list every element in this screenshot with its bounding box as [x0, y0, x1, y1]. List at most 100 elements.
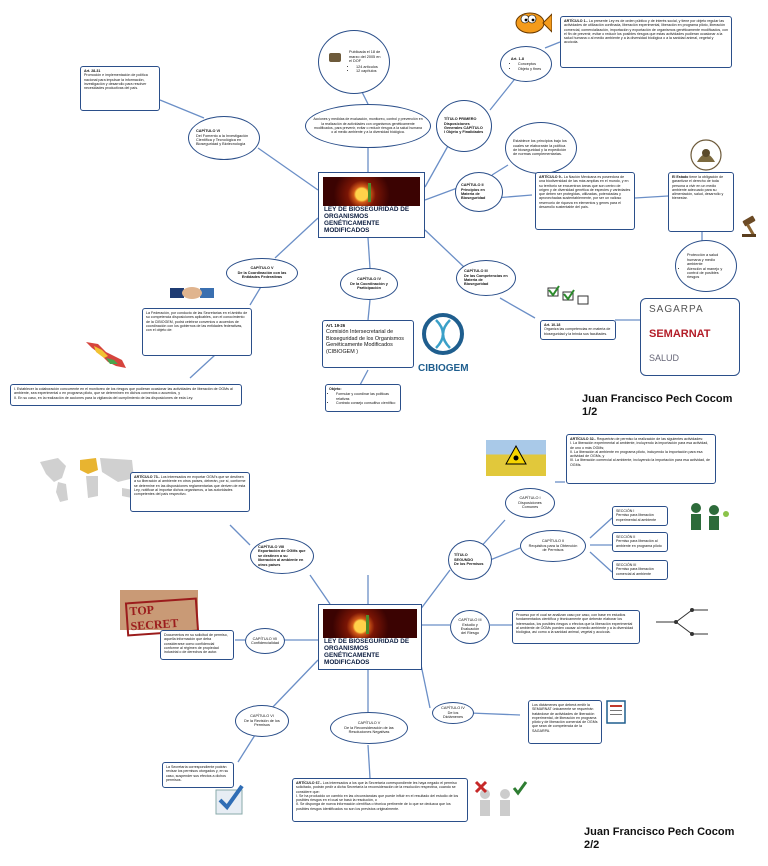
establish-item-2: II. En su caso, en la realización de acc… [14, 395, 194, 400]
council-item: Contrato consejo consultivo científico [336, 401, 397, 405]
section3-box: SECCIÓN III Permiso para liberación come… [612, 560, 668, 580]
art28-31-text: Promoción e implementación de política n… [84, 73, 148, 91]
articles-count: 124 artículos [356, 65, 382, 69]
cibiogem-wordmark: CIBIOGEM [418, 363, 469, 374]
art28-31-title: Art. 28-31 [84, 69, 101, 73]
cap2-title: CAPÍTULO II [461, 183, 484, 188]
confidentiality-text: Documentos en su solicitud de permiso, a… [164, 633, 228, 655]
section3-title: SECCIÓN III [616, 563, 637, 567]
art10-18-text: Organiza las competencias en materia de … [544, 327, 611, 336]
objective-box: Objeto: Formular y coordinar las polític… [325, 384, 401, 412]
cibiogem-logo: CIBIOGEM [418, 312, 469, 374]
section1-text: Permiso para liberación experimental al … [616, 513, 657, 522]
establish-item-1: I. Establecer la colaboración concurrent… [14, 387, 233, 396]
art1-8-title: Art. 1-8 [510, 56, 524, 61]
objects-item: Objeto y fines [518, 67, 541, 71]
federation-text: La Federación, por conducto de las Secre… [146, 311, 248, 333]
art9-text: La Nación Mexicana es poseedora de una b… [539, 175, 631, 210]
cap2-p2-text: Requisitos para la Obtención de Permisos [528, 543, 578, 553]
art19-26-title: Art. 19-26 [326, 323, 346, 328]
process-text: Proceso por el cual se analizan caso por… [516, 613, 634, 635]
checklist-icon [545, 284, 595, 310]
author-page1: Juan Francisco Pech Cocom 1/2 [582, 393, 732, 419]
cap3-text: De las Competencias en Materia de Bioseg… [464, 273, 508, 287]
center-title-page2: LEY DE BIOSEGURIDAD DE ORGANISMOS GENÉTI… [324, 638, 410, 666]
art19-26-box: Art. 19-26 Comisión Intersecretarial de … [322, 320, 414, 368]
section2-title: SECCIÓN II [616, 535, 636, 539]
chapters-count: 12 capítulos [356, 69, 382, 73]
art10-18-title: Art. 10-18 [544, 323, 561, 327]
cap4-title: CAPÍTULO IV [356, 277, 382, 282]
art1-8-oval: Art. 1-8 Conceptos Objeto y fines [500, 46, 552, 82]
cap4-p2-title: CAPÍTULO IV [441, 706, 465, 711]
approval-stamp-icon [212, 776, 252, 816]
section2-box: SECCIÓN II Permiso para liberación al am… [612, 532, 668, 552]
art32-box: ARTÍCULO 32.- Requerirán de permiso la r… [566, 434, 716, 484]
estado-title: El Estado [672, 175, 689, 179]
cap2-text: Principios en Materia de Bioseguridad [461, 187, 486, 201]
risk-control-item: Atención al manejo y control de posibles… [687, 267, 730, 280]
titulo1-title: TÍTULO PRIMERO [444, 117, 477, 122]
art32-line-3: II. La liberación al ambiente en program… [570, 449, 703, 459]
protection-item: Protección a salud humana y medio ambien… [687, 253, 730, 266]
art1-title: ARTÍCULO 1.- [564, 19, 588, 23]
art1-box: ARTÍCULO 1.- La presente Ley es de orden… [560, 16, 732, 68]
art28-31-box: Art. 28-31 Promoción e implementación de… [80, 66, 160, 111]
dictamenes-box: Los dictámenes que deberá emitir la SEMA… [528, 700, 602, 744]
art1-text: La presente Ley es de orden público y de… [564, 19, 728, 45]
art67-box: ARTÍCULO 67.- Los interesados a los que … [292, 778, 468, 822]
art32-line-4: III. La liberación comercial al ambiente… [570, 458, 711, 467]
cap5-p2-text: De la Reconsideración de las Resolucione… [344, 725, 394, 735]
cap7-p2-text: Confidencialidad [250, 641, 280, 645]
principles-text: Establece los principios bajo los cuales… [513, 139, 567, 157]
tulip-fire-image-2 [323, 609, 417, 638]
art73-box: ARTÍCULO 73.- Los interesados en exporta… [130, 472, 250, 512]
people-cross-check-icon [470, 780, 530, 820]
cap5-text: De la Coordinación con las Entidades Fed… [237, 270, 287, 280]
art32-line-2: I. La liberación experimental al ambient… [570, 441, 709, 450]
process-box: Proceso por el cual se analizan caso por… [512, 610, 640, 644]
world-map-icon [36, 452, 140, 504]
handshake-icon [170, 278, 214, 308]
document-icon [606, 700, 626, 724]
cap5-title: CAPÍTULO V [250, 266, 274, 271]
author-page2: Juan Francisco Pech Cocom 2/2 [584, 826, 734, 852]
art67-line-2: I. Se ha producido un cambio en las circ… [296, 793, 459, 803]
semarnat-logo: SEMARNAT [649, 328, 711, 340]
art19-26-text: Comisión Intersecretarial de Biosegurida… [326, 329, 404, 355]
government-logos: SAGARPA SEMARNAT SALUD [640, 298, 740, 376]
mexico-emblem-icon [688, 138, 724, 172]
cap5-p2-title: CAPÍTULO V [357, 721, 381, 726]
section1-title: SECCIÓN I [616, 509, 635, 513]
art32-title: ARTÍCULO 32.- [570, 437, 596, 441]
sagarpa-logo: SAGARPA [649, 304, 704, 315]
scientists-icon [682, 500, 732, 534]
gavel-icon [740, 214, 764, 238]
center-node-page1: LEY DE BIOSEGURIDAD DE ORGANISMOS GENÉTI… [318, 172, 425, 238]
center-title-page1: LEY DE BIOSEGURIDAD DE ORGANISMOS GENÉTI… [324, 206, 410, 234]
salud-logo: SALUD [649, 353, 680, 363]
risk-tree-icon [652, 602, 712, 642]
estado-text: tiene la obligación de garantizar el der… [672, 175, 724, 201]
published-date: Publicada el 18 de marzo del 2005 en el … [349, 50, 381, 64]
cap7-p2-title: CAPÍTULO VII [252, 636, 278, 641]
art32-line-1: Requerirán de permiso la realización de … [596, 437, 704, 441]
concepts-item: Conceptos [518, 62, 541, 66]
author-name-2: Juan Francisco Pech Cocom [584, 826, 735, 838]
section3-text: Permiso para liberación comercial al amb… [616, 567, 654, 576]
scope-oval: Acciones y medidas de evaluación, monito… [305, 104, 431, 148]
art10-18-box: Art. 10-18 Organiza las competencias en … [540, 320, 616, 340]
art9-title: ARTÍCULO 9.- [539, 175, 563, 179]
secretaria-text: La Secretaría correspondiente podrán rev… [166, 765, 229, 782]
